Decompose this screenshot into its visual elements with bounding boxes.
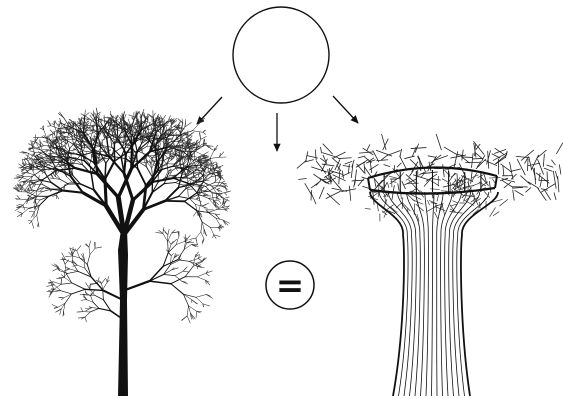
supertree-structure-illustration bbox=[296, 133, 563, 397]
arrows bbox=[196, 95, 359, 152]
equals-circle-icon bbox=[265, 260, 315, 310]
equals-sign: = bbox=[265, 260, 315, 310]
supertree-trunk-lines bbox=[369, 191, 499, 397]
tree-trunk bbox=[118, 230, 128, 396]
supertree-canopy-mesh bbox=[296, 133, 563, 222]
tree-illustration bbox=[13, 107, 231, 396]
sun-circle-icon bbox=[232, 6, 330, 104]
arrow-left-icon bbox=[196, 96, 223, 125]
arrow-right-icon bbox=[332, 95, 359, 124]
supertree-ring bbox=[367, 166, 498, 195]
equals-symbol: = bbox=[276, 266, 305, 306]
